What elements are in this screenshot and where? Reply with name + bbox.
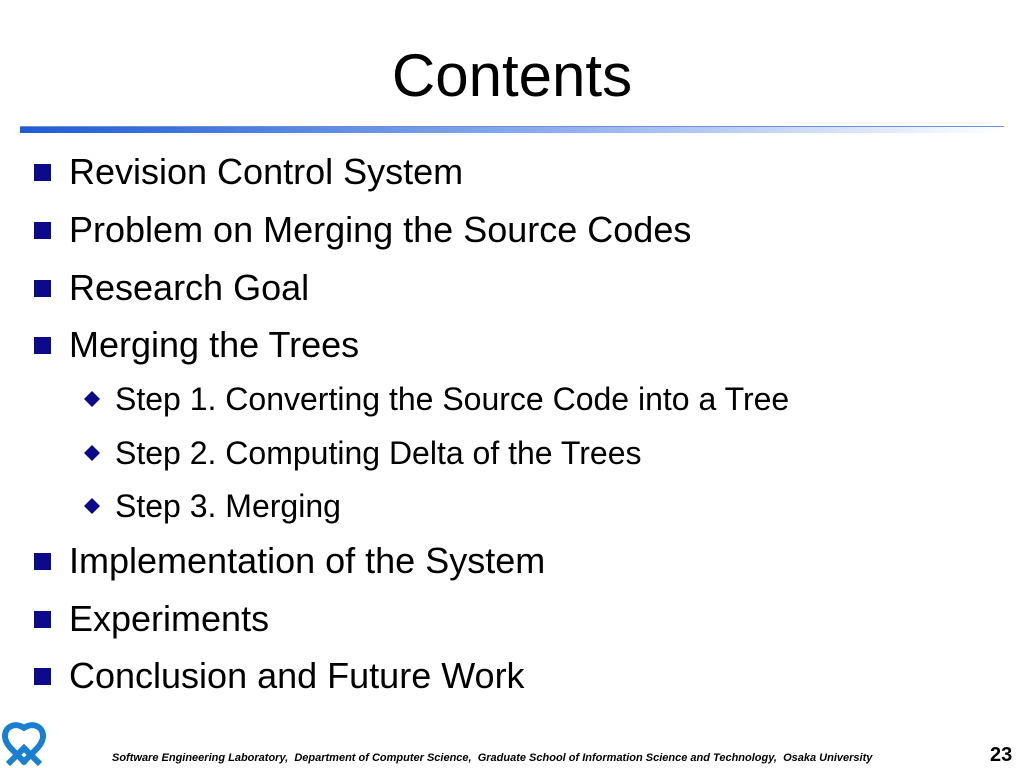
- slide-title: Contents: [391, 42, 633, 109]
- sub-item-text: Step 3. Merging: [115, 488, 341, 524]
- footer-affiliation: Software Engineering Laboratory, Departm…: [112, 752, 873, 764]
- page-number: 23: [990, 744, 1013, 766]
- list-item-text: Conclusion and Future Work: [69, 655, 525, 696]
- diamond-bullet-icon: [84, 445, 100, 461]
- square-bullet-icon: [34, 280, 51, 297]
- list-item-text: Research Goal: [69, 267, 310, 308]
- square-bullet-icon: [34, 164, 51, 181]
- square-bullet-icon: [34, 668, 51, 685]
- square-bullet-icon: [34, 611, 51, 628]
- square-bullet-icon: [34, 553, 51, 570]
- title-rule: [20, 126, 1004, 133]
- list-item-text: Merging the Trees: [69, 324, 360, 365]
- list-item-text: Experiments: [69, 598, 270, 639]
- sub-item-text: Step 2. Computing Delta of the Trees: [115, 435, 642, 471]
- list-item-text: Revision Control System: [69, 151, 464, 192]
- sub-item-text: Step 1. Converting the Source Code into …: [115, 381, 790, 417]
- diamond-bullet-icon: [84, 391, 100, 407]
- osaka-university-logo-icon: [2, 722, 46, 766]
- square-bullet-icon: [34, 222, 51, 239]
- list-item-text: Problem on Merging the Source Codes: [69, 209, 692, 250]
- square-bullet-icon: [34, 337, 51, 354]
- list-item-text: Implementation of the System: [69, 540, 546, 581]
- diamond-bullet-icon: [84, 498, 100, 514]
